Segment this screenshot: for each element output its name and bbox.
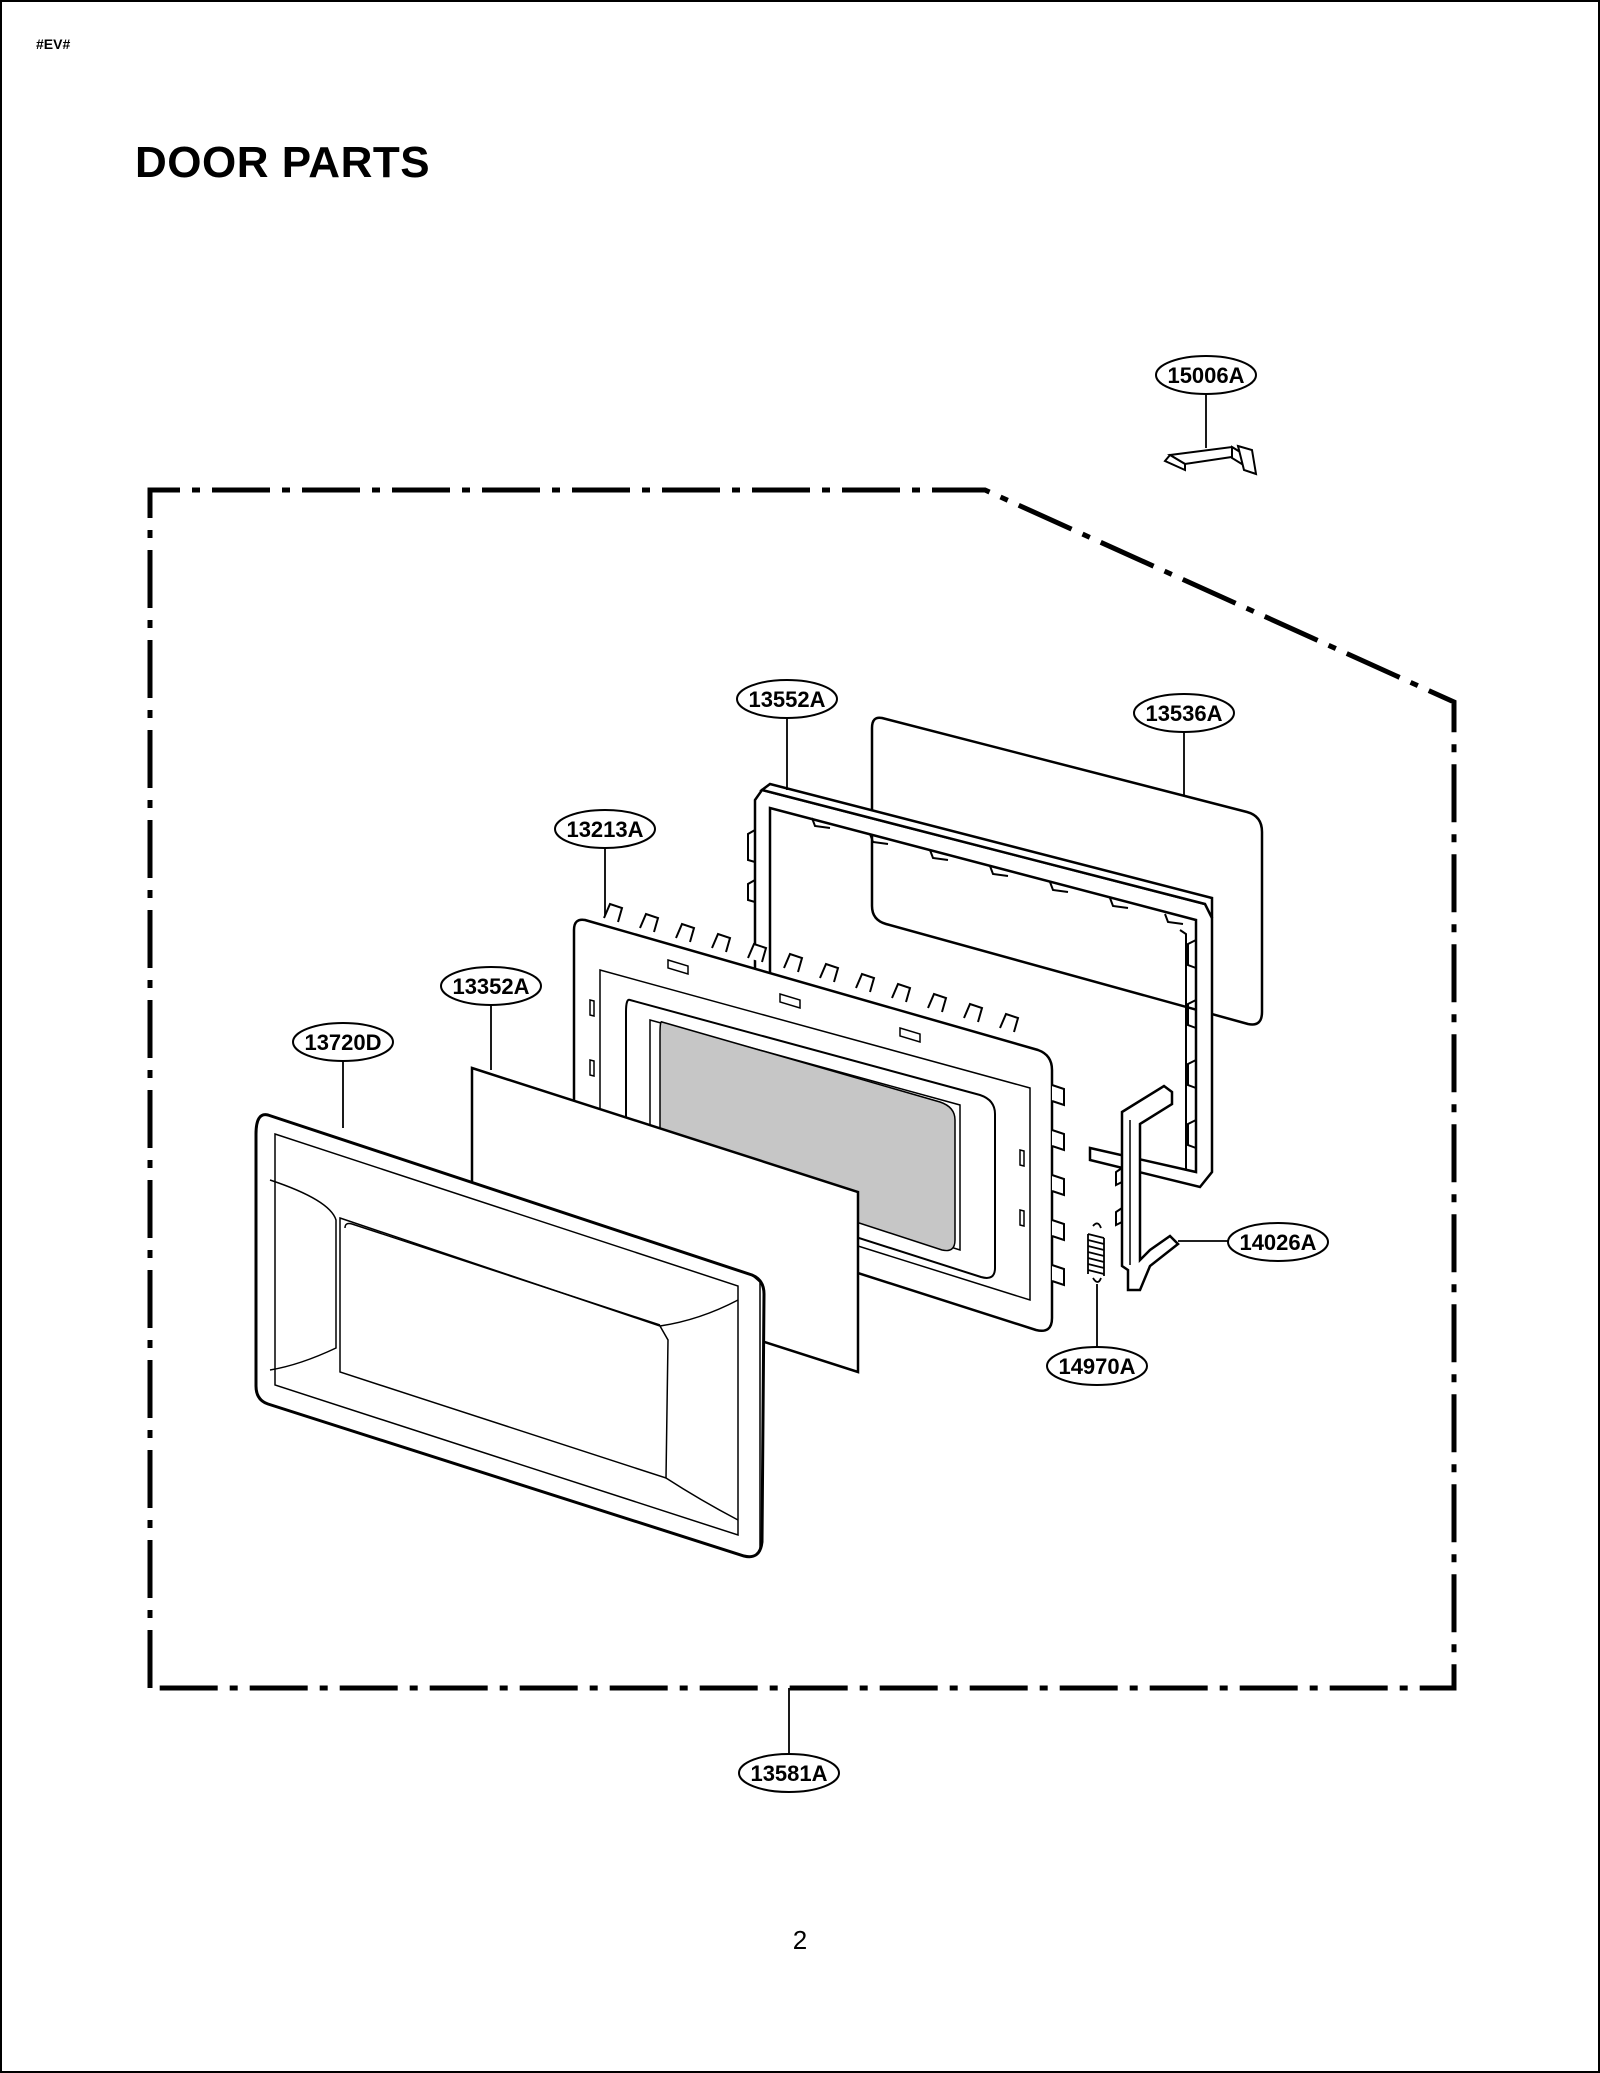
part-callouts [292, 355, 1329, 1793]
callout-13352A [440, 966, 542, 1006]
part-number-15006A: 15006A [1167, 363, 1244, 388]
part-number-13213A: 13213A [566, 817, 643, 842]
callout-13213A [554, 809, 656, 849]
hook-part-15006A [1163, 444, 1258, 476]
callout-15006A [1155, 355, 1257, 395]
callout-13552A [736, 679, 838, 719]
callout-14026A [1227, 1222, 1329, 1262]
assembly-boundary [147, 487, 1457, 1691]
leader-lines [342, 394, 1228, 1760]
part-number-13720D: 13720D [304, 1030, 381, 1055]
callout-14970A [1046, 1346, 1148, 1386]
door-frame-13213A [572, 902, 1065, 1332]
document-code: #EV# [36, 36, 71, 52]
part-labels: 15006A 13552A 13536A 13213A 13352A 13720… [304, 363, 1316, 1786]
part-number-13581A: 13581A [750, 1761, 827, 1786]
part-number-14970A: 14970A [1058, 1354, 1135, 1379]
callout-13581A [738, 1753, 840, 1793]
part-number-13352A: 13352A [452, 974, 529, 999]
spring-14970A [1087, 1222, 1105, 1283]
callout-13536A [1133, 693, 1235, 733]
page-title: DOOR PARTS [135, 138, 431, 187]
page-number: 2 [792, 1925, 808, 1955]
part-number-13536A: 13536A [1145, 701, 1222, 726]
latch-arm-14026A [1115, 1084, 1180, 1292]
door-front-13720D [254, 1113, 766, 1559]
part-number-13552A: 13552A [748, 687, 825, 712]
callout-13720D [292, 1022, 394, 1062]
part-number-14026A: 14026A [1239, 1230, 1316, 1255]
